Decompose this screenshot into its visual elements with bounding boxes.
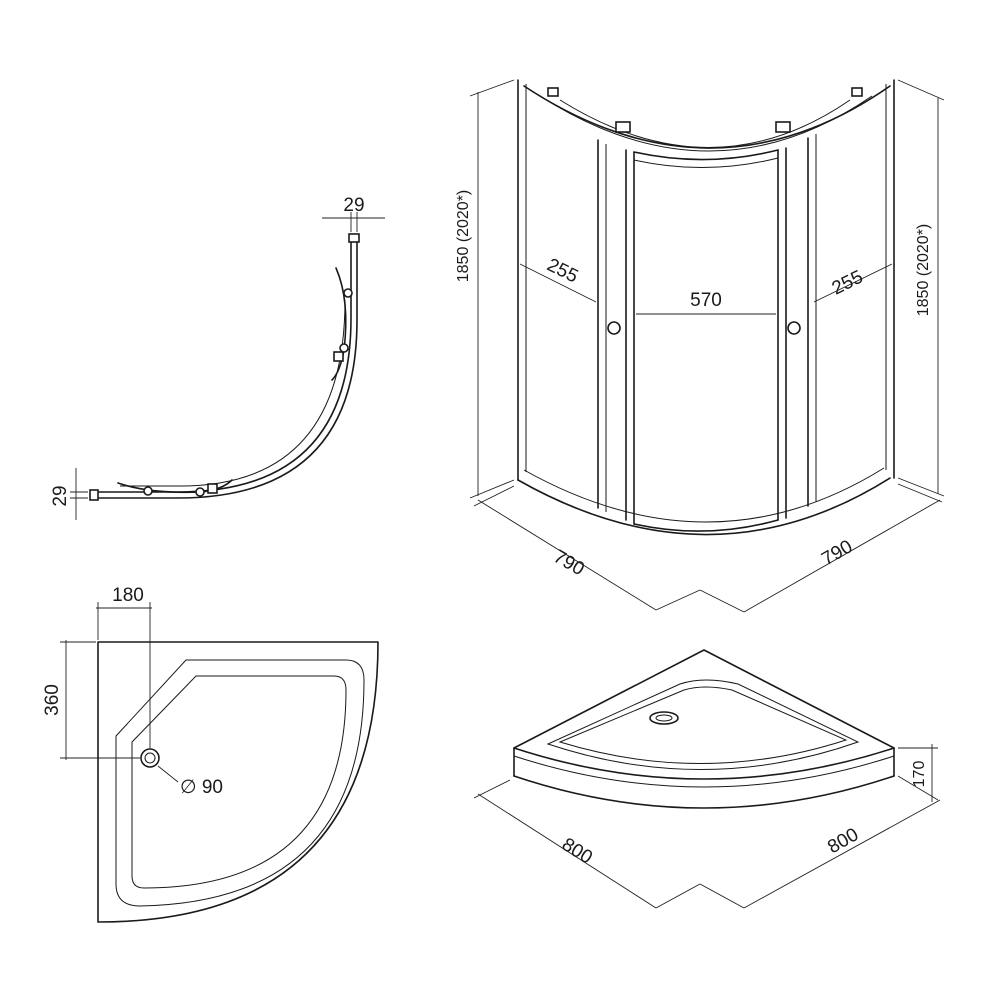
enclosure-bracket-icon bbox=[615, 121, 631, 133]
dim-label-29-top: 29 bbox=[343, 195, 364, 216]
enclosure-bracket-icon bbox=[775, 121, 791, 133]
dim-label-depth-right: 790 bbox=[818, 536, 856, 570]
enclosure-top-arc bbox=[523, 85, 891, 149]
enclosure-bottom-arc-inner bbox=[523, 467, 885, 523]
tray3d-drain-inner-icon bbox=[655, 714, 673, 722]
tray3d-front-bottom bbox=[513, 775, 895, 809]
tray-plan-rim-outer bbox=[115, 659, 365, 907]
enclosure-top-arc-back bbox=[559, 99, 851, 148]
dim-label-panel-left: 255 bbox=[544, 255, 582, 288]
dim-label-height-left: 1850 (2020*) bbox=[455, 190, 472, 283]
dim-ext-line bbox=[469, 479, 515, 499]
dim-label-panel-right: 255 bbox=[829, 267, 867, 300]
door-handle-right-icon bbox=[787, 321, 801, 335]
dim-label-height-right: 1850 (2020*) bbox=[915, 224, 932, 317]
profile-roller-icon bbox=[343, 288, 353, 298]
profile-view: 29 29 bbox=[50, 195, 385, 520]
dim-ext-line bbox=[897, 775, 939, 801]
dim-label-drain-diameter: ∅ 90 bbox=[180, 777, 223, 798]
enclosure-bottom-arc bbox=[517, 477, 891, 536]
dim-ext-line bbox=[473, 485, 515, 507]
profile-end-cap-top bbox=[348, 233, 360, 243]
tray3d-top-outline bbox=[513, 649, 895, 780]
dim-label-29-left: 29 bbox=[50, 485, 71, 506]
profile-roller-icon bbox=[143, 486, 153, 496]
dim-label-tray-height: 170 bbox=[911, 761, 928, 788]
enclosure-door-bottom bbox=[633, 519, 779, 532]
dim-line bbox=[655, 883, 701, 909]
tray3d-rim-inner bbox=[558, 686, 848, 764]
dim-line bbox=[655, 589, 701, 611]
dim-ext-line bbox=[897, 477, 945, 497]
door-handle-left-icon bbox=[607, 321, 621, 335]
tray3d-front-top bbox=[513, 755, 895, 788]
dim-label-drain-y: 360 bbox=[42, 684, 63, 716]
enclosure-bracket-icon bbox=[547, 87, 559, 97]
dim-line bbox=[699, 589, 745, 613]
profile-inner-glass bbox=[120, 299, 346, 487]
enclosure-top-arc-inner bbox=[539, 95, 873, 152]
profile-handle-icon bbox=[207, 483, 218, 494]
profile-handle-icon bbox=[333, 351, 344, 362]
tray-3d-view: 170 800 800 bbox=[473, 649, 941, 909]
profile-end-cap-left bbox=[89, 489, 99, 501]
dim-ext-line bbox=[897, 79, 945, 101]
tray-plan-rim-inner bbox=[131, 675, 347, 889]
dim-line bbox=[477, 499, 657, 611]
drain-inner-icon bbox=[144, 752, 156, 764]
dim-line bbox=[813, 263, 893, 303]
tray-plan-outline bbox=[97, 641, 379, 923]
enclosure-view: 1850 (2020*) 1850 (2020*) 255 570 255 79… bbox=[455, 79, 945, 613]
dim-label-drain-x: 180 bbox=[112, 585, 144, 606]
enclosure-door-top bbox=[633, 149, 779, 161]
dim-line bbox=[743, 799, 941, 909]
profile-roller-icon bbox=[195, 487, 205, 497]
dim-ext-line bbox=[469, 79, 515, 97]
dim-ext-line bbox=[897, 483, 943, 503]
dim-line bbox=[477, 793, 657, 909]
tray3d-rim bbox=[546, 679, 860, 770]
dim-leader bbox=[157, 765, 179, 783]
dim-label-tray-depth-left: 800 bbox=[558, 834, 596, 869]
dim-label-tray-depth-right: 800 bbox=[824, 824, 862, 858]
enclosure-bracket-icon bbox=[851, 87, 863, 97]
profile-roller-icon bbox=[339, 343, 349, 353]
tray-plan-view: 180 360 ∅ 90 bbox=[42, 585, 379, 923]
profile-outer-rail bbox=[91, 239, 358, 499]
dim-line bbox=[699, 883, 745, 909]
tray3d-drain-icon bbox=[649, 711, 679, 725]
dim-label-depth-left: 790 bbox=[550, 546, 588, 580]
dim-line bbox=[519, 263, 597, 303]
dim-label-door-opening: 570 bbox=[690, 290, 722, 311]
dim-line bbox=[743, 499, 941, 613]
drain-outer-icon bbox=[140, 748, 160, 768]
enclosure-door-top-inner bbox=[633, 157, 779, 169]
